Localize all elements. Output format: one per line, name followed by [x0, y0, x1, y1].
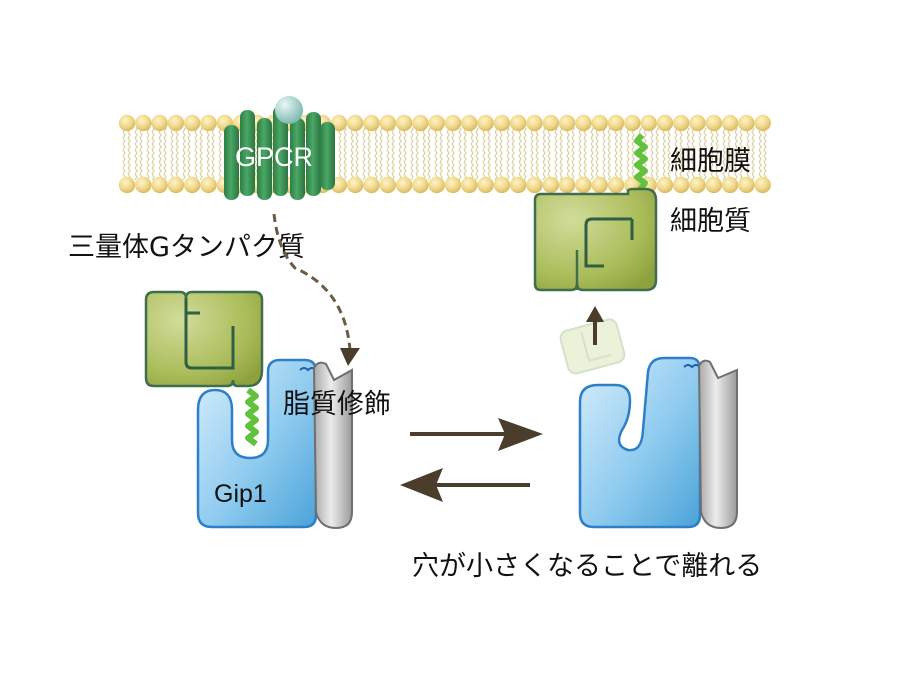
lipid-head: [151, 176, 168, 194]
lipid-head: [673, 176, 690, 194]
lipid-head: [542, 114, 559, 132]
lipid-head: [151, 114, 168, 132]
lipid-head: [689, 114, 706, 132]
lipid-head: [347, 114, 364, 132]
lipid-head: [184, 176, 201, 194]
lipid-head: [184, 114, 201, 132]
lipid-head: [624, 114, 641, 132]
grey-domain: [697, 359, 738, 530]
lipid-head: [444, 114, 462, 132]
lipid-head: [118, 114, 136, 132]
lipid-head: [558, 114, 576, 132]
cytoplasm-label: 細胞質: [670, 206, 751, 237]
lipid-head: [591, 176, 608, 194]
lipid-head: [444, 176, 462, 194]
gpcr-helix: [273, 106, 288, 196]
lipid-head: [379, 176, 396, 194]
lipid-head: [493, 176, 511, 194]
lipid-head: [118, 176, 136, 194]
lipid-head: [542, 176, 559, 194]
release-note-label: 穴が小さくなることで離れる: [412, 551, 762, 582]
gpcr-helix: [224, 125, 239, 200]
lipid-head: [558, 176, 576, 194]
ligand-icon: [275, 96, 303, 124]
gpcr-label: GPCR: [235, 142, 313, 172]
lipid-head: [738, 114, 755, 132]
lipid-head: [363, 176, 380, 194]
forward-arrowhead-icon: [498, 418, 543, 451]
lipid-head: [428, 176, 445, 194]
lipid-head: [200, 176, 217, 194]
lipid-head: [395, 176, 413, 194]
lipid-head: [363, 114, 380, 132]
gpcr-helices: [224, 106, 335, 200]
lipid-head: [510, 114, 527, 132]
lipid-head: [167, 176, 185, 194]
lipid-head: [721, 114, 739, 132]
lipid-head: [721, 176, 739, 194]
lipid-head: [428, 114, 445, 132]
gpcr-helix: [257, 118, 272, 200]
lipid-head: [591, 114, 608, 132]
lipid-head: [200, 114, 217, 132]
dashed-signal-arrow: [272, 213, 352, 351]
lipid-head: [493, 114, 511, 132]
lipid-head: [510, 176, 527, 194]
gpcr-helix: [306, 112, 321, 196]
lipid-head: [412, 176, 429, 194]
lipid-head: [461, 176, 478, 194]
gpcr-helix: [290, 118, 305, 200]
lipid-head: [575, 114, 592, 132]
gip1-open: Gip1: [196, 358, 353, 530]
lipid-head: [135, 176, 152, 194]
gip1-closed: [578, 356, 738, 530]
lipid-anchor-icon: [634, 133, 648, 193]
trimeric-g-protein-label: 三量体Gタンパク質: [68, 232, 305, 263]
lipid-head: [477, 176, 494, 194]
lipid-head: [640, 114, 657, 132]
gpcr-receptor: GPCR: [224, 96, 335, 200]
lipid-anchor-icon: [245, 387, 259, 447]
lipid-head: [330, 114, 348, 132]
lipid-head: [738, 176, 755, 194]
lipid-head: [673, 114, 690, 132]
gpcr-helix: [320, 122, 335, 190]
arrowhead-icon: [340, 348, 360, 366]
lipid-head: [412, 114, 429, 132]
g-protein-bound: [144, 290, 264, 388]
g-protein-membrane-anchored: [533, 133, 658, 292]
lipid-head: [656, 176, 674, 194]
lipid-head: [754, 114, 771, 132]
lipid-head: [135, 114, 152, 132]
backward-arrowhead-icon: [400, 468, 443, 502]
lipid-head: [705, 176, 722, 194]
equilibrium-arrows: [400, 418, 543, 502]
gpcr-helix: [240, 110, 255, 196]
lipid-head: [656, 114, 674, 132]
released-g-protein-ghost: [559, 318, 626, 375]
grey-domain: [312, 361, 353, 530]
lipid-head: [526, 114, 543, 132]
lipid-head: [705, 114, 722, 132]
lipid-head: [347, 176, 364, 194]
lipid-head: [395, 114, 413, 132]
lipid-head: [461, 114, 478, 132]
lipid-head: [379, 114, 396, 132]
lipid-head: [477, 114, 494, 132]
lipid-head: [754, 176, 771, 194]
lipid-modification-label: 脂質修飾: [283, 389, 391, 420]
lipid-head: [526, 176, 543, 194]
gip1-label: Gip1: [214, 480, 267, 508]
cell-membrane-label: 細胞膜: [670, 146, 751, 177]
lipid-head: [607, 176, 625, 194]
lipid-head: [167, 114, 185, 132]
lipid-head: [689, 176, 706, 194]
lipid-head: [607, 114, 625, 132]
lipid-head: [575, 176, 592, 194]
